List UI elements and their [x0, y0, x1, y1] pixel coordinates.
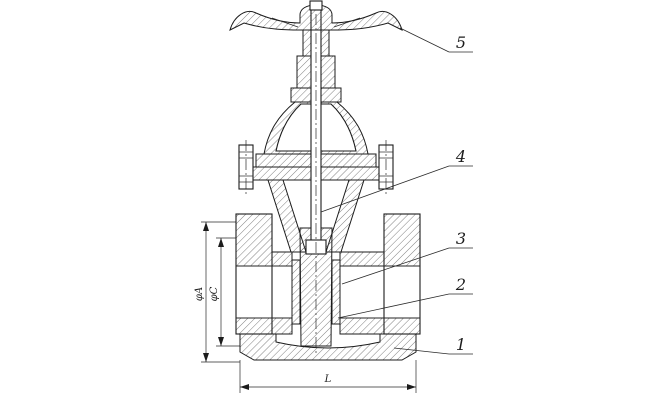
dimension-label-length: L — [324, 374, 332, 385]
dimension-label-dia-outer: φA — [194, 287, 205, 301]
bottom-cover — [239, 333, 417, 361]
seat-ring-left — [291, 259, 301, 325]
callouts: 5 4 3 2 1 — [320, 27, 473, 355]
callout-4: 4 — [320, 147, 473, 213]
right-flange-lower — [383, 317, 421, 335]
callout-2: 2 — [337, 275, 473, 319]
callout-2-label: 2 — [455, 275, 466, 294]
right-flange-upper — [383, 213, 421, 267]
callout-5: 5 — [399, 27, 473, 53]
callout-1: 1 — [393, 335, 473, 355]
callout-1-label: 1 — [456, 335, 466, 354]
bonnet-bolt-left — [238, 140, 254, 194]
length-dimension: L — [239, 360, 417, 393]
left-flange-upper — [235, 213, 273, 267]
callout-3: 3 — [341, 229, 473, 285]
stem-top-nut — [309, 0, 323, 11]
left-flange-lower — [235, 317, 273, 335]
bonnet-bolt-right — [378, 140, 394, 194]
callout-3-label: 3 — [456, 229, 466, 248]
callout-4-label: 4 — [455, 147, 466, 166]
callout-5-label: 5 — [456, 33, 466, 52]
seat-ring-right — [331, 259, 341, 325]
diameter-dimensions: φA φC — [194, 221, 240, 363]
dimension-label-dia-inner: φC — [209, 286, 220, 301]
valve-body — [235, 213, 421, 361]
